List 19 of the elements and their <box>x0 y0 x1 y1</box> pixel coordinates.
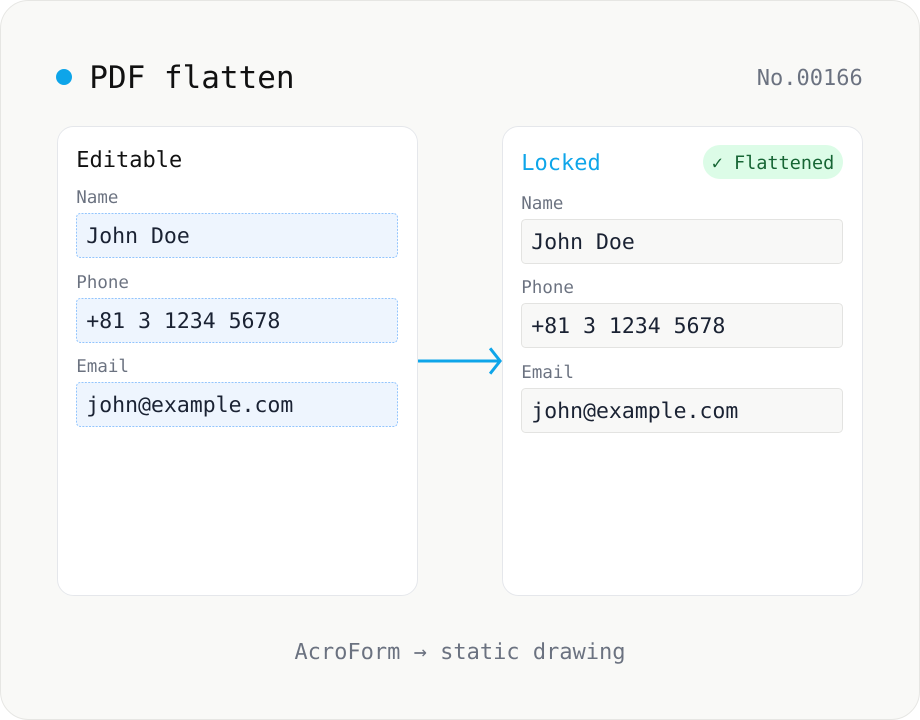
field-label: Phone <box>522 280 573 294</box>
input-field: +81 3 1234 5678 <box>76 298 398 343</box>
field-label: Name <box>77 190 118 204</box>
field-label: Name <box>522 196 562 210</box>
caption: AcroForm → static drawing <box>294 642 624 664</box>
field-label: Email <box>522 364 572 378</box>
status-badge: ✓ Flattened <box>703 145 843 179</box>
field-label: Phone <box>78 274 128 288</box>
card-heading: Editable <box>78 150 181 168</box>
input-field: john@example.com <box>76 382 398 427</box>
field-label: Email <box>78 358 128 372</box>
card-heading: Locked <box>524 153 599 170</box>
serial-number: No.00166 <box>758 68 862 86</box>
input-field: John Doe <box>76 213 398 258</box>
title: PDF flatten <box>92 64 292 88</box>
input-field: john@example.com <box>521 388 843 433</box>
input-field: John Doe <box>521 219 843 264</box>
arrow <box>418 347 502 375</box>
input-field: +81 3 1234 5678 <box>521 303 843 348</box>
